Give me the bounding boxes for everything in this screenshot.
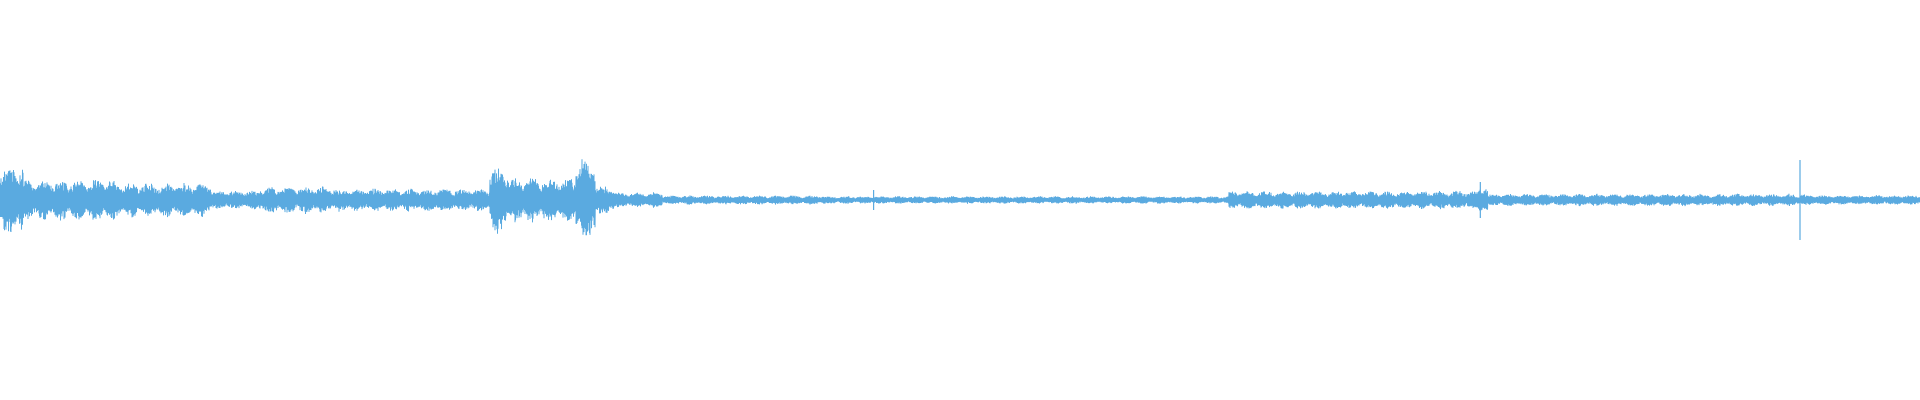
waveform-path [0,159,1920,236]
waveform-spikes [872,160,1801,240]
